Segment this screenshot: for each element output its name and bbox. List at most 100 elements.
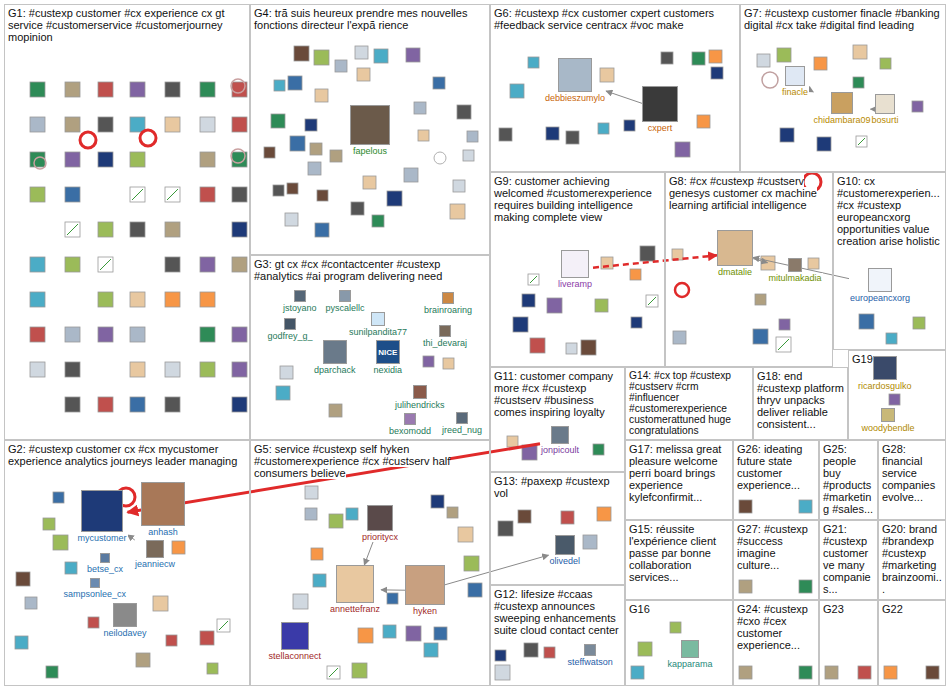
vertex-icon — [510, 84, 524, 98]
group-box: G14: #cx top #custexp #custserv #crm #in… — [625, 367, 753, 440]
vertex-icon — [424, 643, 438, 657]
vertex-icon — [53, 535, 68, 550]
user-label: mitulmakadia — [768, 273, 823, 283]
vertex-icon — [200, 631, 214, 645]
vertex-icon — [30, 327, 45, 342]
vertex-icon — [352, 663, 367, 678]
self-loop — [762, 72, 778, 88]
vertex-icon — [583, 535, 597, 549]
user-label: chidambara09 — [813, 115, 872, 125]
vertex-icon — [200, 187, 215, 202]
avatar-image — [442, 292, 454, 304]
vertex-icon — [311, 548, 323, 560]
group-heading: G20: brand #brandexp #custexp #marketing… — [879, 521, 945, 597]
group-heading-text: G25: people buy #products #marketing #sa… — [823, 443, 873, 515]
vertex-icon — [433, 77, 445, 89]
vertex-icon — [447, 507, 458, 518]
group-box: G12: lifesize #ccaas #custexp announces … — [490, 585, 625, 686]
vertex-icon — [458, 527, 473, 542]
user-node: prioritycx — [361, 505, 399, 542]
user-node: anhash — [141, 482, 185, 537]
group-heading: G12: lifesize #ccaas #custexp announces … — [491, 586, 624, 638]
vertex-icon — [308, 162, 321, 175]
vertex-icon — [25, 597, 37, 609]
vertex-icon — [661, 52, 673, 64]
user-label: stellaconnect — [268, 651, 323, 661]
vertex-icon — [631, 317, 642, 328]
user-node: stellaconnect — [268, 622, 323, 661]
group-box: G23 — [819, 600, 878, 686]
group-box: G24: #custexp #cxo #cex customer experie… — [733, 600, 819, 686]
avatar-image — [717, 230, 753, 266]
vertex-icon — [30, 117, 45, 132]
group-box: G5: service #custexp self hyken #custome… — [250, 440, 490, 686]
vertex-icon — [358, 628, 373, 643]
user-label: pyscalellc — [325, 303, 366, 313]
group-box: G3: gt cx #cx #contactcenter #custexp #a… — [250, 255, 490, 440]
user-label: nexidia — [373, 365, 404, 375]
broken-image-mark — [530, 276, 537, 283]
vertex-icon — [495, 650, 506, 661]
group-heading: G10: cx #customerexperien... #cx #custex… — [834, 173, 945, 249]
vertex-icon — [330, 150, 342, 162]
vertex-icon — [30, 152, 45, 167]
avatar-image — [868, 268, 892, 292]
vertex-icon — [288, 76, 302, 90]
group-box: G8: #cx #custexp #custserv genesys custo… — [665, 172, 833, 367]
vertex-icon — [315, 89, 328, 102]
group-heading-text: G13: #paxexp #custexp vol — [494, 475, 610, 499]
user-node: betse_cx — [86, 553, 124, 574]
vertex-icon — [524, 643, 538, 657]
vertex-icon — [406, 626, 421, 641]
vertex-icon — [98, 257, 113, 272]
vertex-icon — [165, 117, 180, 132]
vertex-icon — [443, 358, 454, 369]
vertex-icon — [329, 514, 343, 528]
user-node: godfrey_g_ — [267, 318, 314, 341]
logo-text: NICE — [377, 348, 398, 357]
vertex-icon — [372, 215, 384, 227]
group-box: G19ricardosgulkowoodybendle — [848, 350, 946, 440]
vertex-icon — [383, 625, 396, 638]
avatar-image — [371, 312, 385, 326]
vertex-icon — [264, 147, 275, 158]
group-box: G18: end #custexp platform thryv unpacks… — [753, 367, 848, 440]
broken-image-mark — [219, 621, 228, 630]
vertex-icon — [200, 117, 215, 132]
vertex-icon — [498, 521, 513, 536]
broken-image-mark — [778, 339, 789, 350]
avatar-image — [788, 258, 802, 272]
user-node: neilodavey — [103, 603, 148, 638]
user-node: mitulmakadia — [768, 258, 823, 283]
vertex-icon — [165, 82, 180, 97]
user-label: jstoyano — [282, 303, 318, 313]
vertex-icon — [450, 204, 465, 219]
vertex-icon — [817, 137, 831, 151]
group-heading: G2: #custexp customer cx #cx mycustomer … — [5, 441, 249, 469]
user-node: dmatalie — [717, 230, 753, 277]
vertex-icon — [65, 562, 77, 574]
vertex-icon — [271, 114, 285, 128]
vertex-icon — [581, 340, 596, 355]
vertex-icon — [217, 619, 230, 632]
vertex-icon — [779, 319, 790, 330]
broken-image-mark — [167, 189, 178, 200]
vertex-icon — [30, 82, 45, 97]
group-heading: G27: #custexp #success imagine culture..… — [734, 521, 818, 573]
vertex-icon — [327, 666, 340, 679]
vertex-icon — [200, 82, 215, 97]
group-heading-text: G23 — [823, 603, 844, 615]
vertex-icon — [317, 190, 328, 201]
vertex-icon — [314, 50, 329, 65]
vertex-icon — [130, 327, 145, 342]
avatar-image — [100, 553, 110, 563]
user-label: ricardosgulko — [857, 381, 913, 391]
vertex-icon — [640, 246, 655, 261]
vertex-icon — [457, 105, 471, 119]
group-heading-text: G12: lifesize #ccaas #custexp announces … — [494, 588, 619, 636]
self-loop — [231, 79, 245, 93]
vertex-icon — [593, 444, 604, 455]
group-heading-text: G22 — [882, 603, 903, 615]
avatar-image — [681, 640, 699, 658]
